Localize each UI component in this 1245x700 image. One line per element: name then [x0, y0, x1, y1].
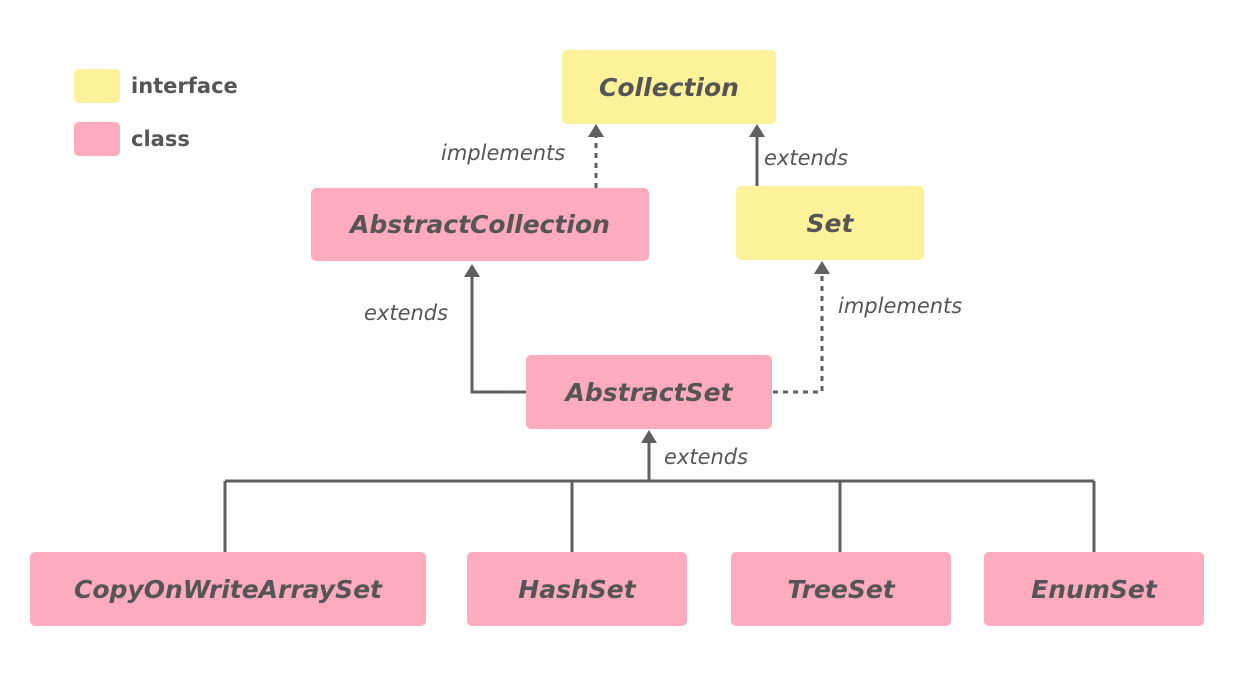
node-enumset: EnumSet: [984, 552, 1204, 626]
node-hashset: HashSet: [467, 552, 687, 626]
edge-label-extends-abstractset: extends: [664, 445, 749, 469]
edge-label-extends-collection: extends: [764, 146, 849, 170]
legend-interface-swatch: [74, 69, 120, 103]
edge-label-extends-abstractcollection: extends: [364, 301, 449, 325]
extends-connector-abstractset-abstractcollection: [470, 276, 527, 394]
arrowhead-abstractset: [641, 430, 657, 443]
node-copyonwritearrayset: CopyOnWriteArraySet: [30, 552, 426, 626]
edge-label-implements-collection: implements: [441, 141, 566, 165]
node-set: Set: [736, 186, 924, 260]
node-collection: Collection: [562, 50, 776, 124]
legend-interface-label: interface: [131, 74, 238, 98]
arrowhead-set: [814, 261, 830, 274]
arrowhead-collection-right: [749, 124, 765, 137]
node-treeset: TreeSet: [731, 552, 951, 626]
edge-label-implements-set: implements: [838, 294, 963, 318]
legend-class-swatch: [74, 122, 120, 156]
arrowhead-abstractcollection: [464, 264, 480, 277]
node-abstractset: AbstractSet: [526, 355, 772, 429]
node-abstractcollection: AbstractCollection: [311, 188, 649, 261]
implements-connector-abstractset-set: [773, 273, 824, 394]
arrowhead-collection-left: [588, 124, 604, 137]
legend-class-label: class: [131, 127, 190, 151]
